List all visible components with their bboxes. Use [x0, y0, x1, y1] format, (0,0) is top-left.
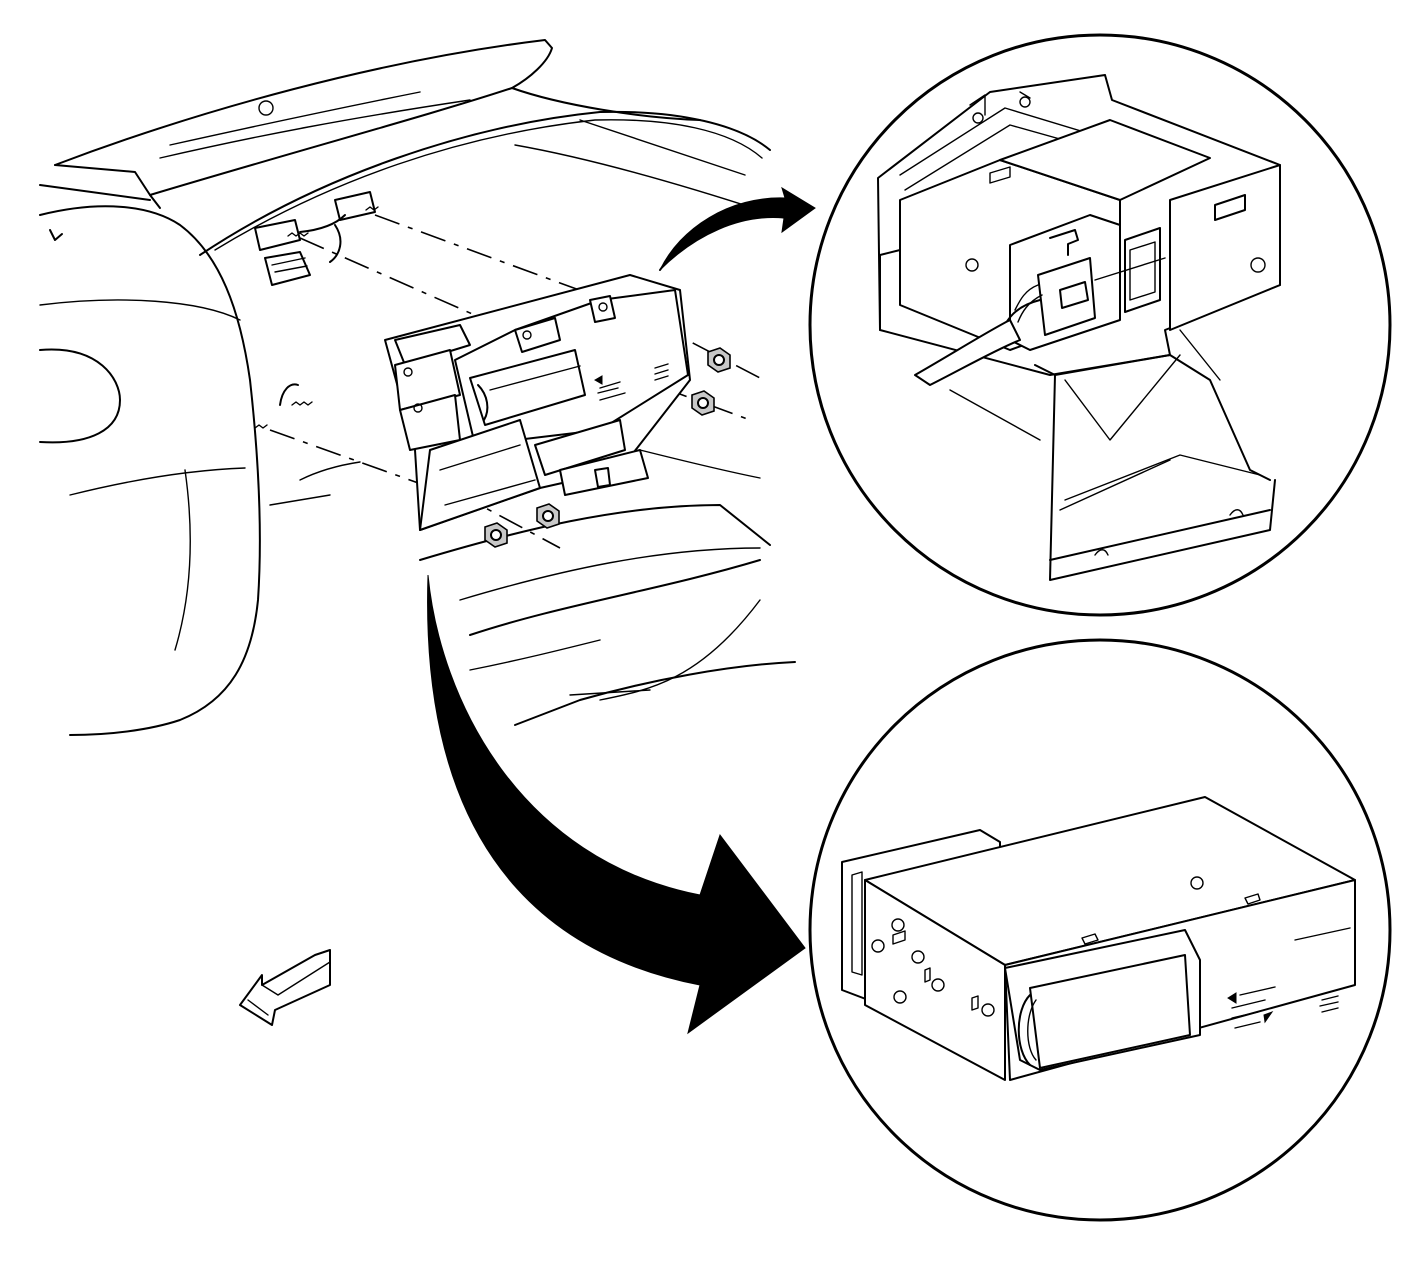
lower-left-stud: [254, 383, 313, 429]
trunk-floor: [269, 449, 796, 726]
trunk-side-panel: [39, 184, 261, 736]
rear-shelf-panel: [54, 39, 791, 256]
front-of-vehicle-arrow-icon: [239, 949, 331, 1026]
upper-mounting-bracket: [254, 191, 379, 286]
callout-arrow-upper: [659, 186, 816, 271]
hex-nut-lower-center: [536, 503, 560, 529]
cd-changer-detail-view: [808, 638, 1392, 1222]
hex-nut-lower-left: [484, 522, 508, 548]
hex-nut-middle-right: [691, 390, 715, 416]
cd-changer-assembly: [384, 274, 691, 531]
hex-nut-upper-right: [707, 347, 731, 373]
callout-arrow-lower: [427, 574, 806, 1035]
connector-detail-view: [808, 33, 1392, 617]
